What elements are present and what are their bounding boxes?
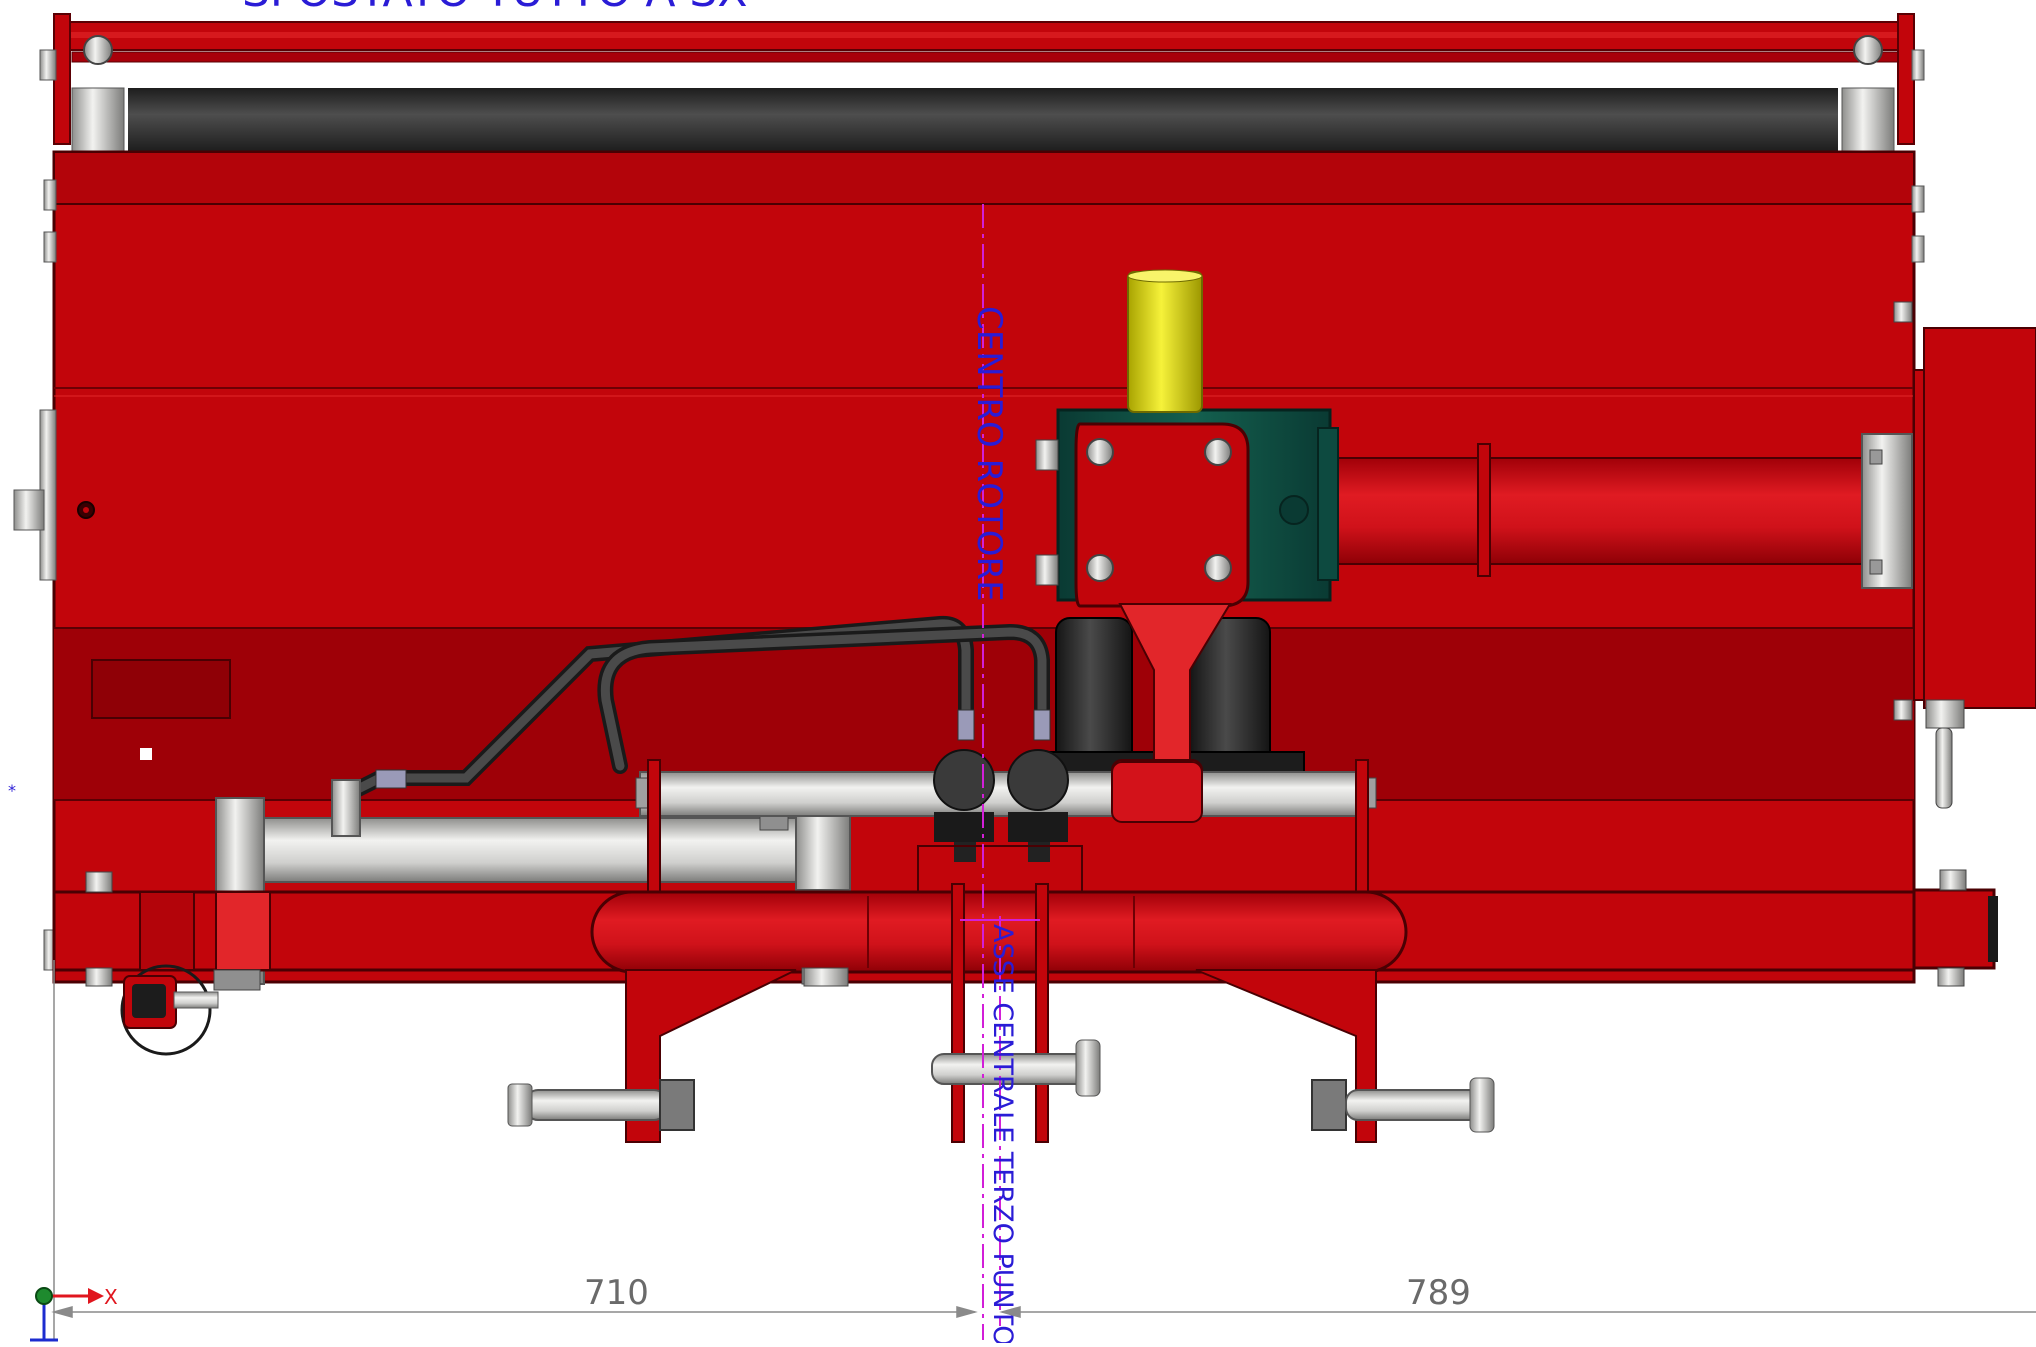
drawing-note-title: SPOSTATO TUTTO A SX (242, 0, 748, 17)
right-side-plate (1893, 49, 2036, 809)
left-side-plate (13, 49, 57, 971)
origin-marker-icon: * (8, 781, 16, 800)
rotor-center-label: CENTRO ROTORE (969, 306, 1009, 602)
dimension-right-value: 789 (1406, 1273, 1471, 1313)
coordinate-triad-icon: X (30, 1285, 118, 1342)
dimension-lines (51, 960, 2036, 1340)
roller-bolt-right-icon (1853, 35, 1883, 65)
hydraulic-coupler (120, 964, 261, 1056)
lower-link-pins (507, 1039, 1495, 1133)
dimension-left-value: 710 (584, 1273, 649, 1313)
drive-shaft-tube (1329, 433, 1913, 589)
roller-bolt-left-icon (83, 35, 113, 65)
triad-x-label: X (104, 1285, 118, 1309)
frame-bolts (85, 869, 1967, 987)
centerline-annotations (960, 204, 1040, 1340)
third-point-axis-label: ASSE CENTRALE TERZO PUNTO (987, 924, 1018, 1343)
transverse-shaft (635, 749, 1377, 862)
hydraulic-hoses (344, 615, 1051, 800)
rear-roller-assembly (53, 13, 1915, 155)
